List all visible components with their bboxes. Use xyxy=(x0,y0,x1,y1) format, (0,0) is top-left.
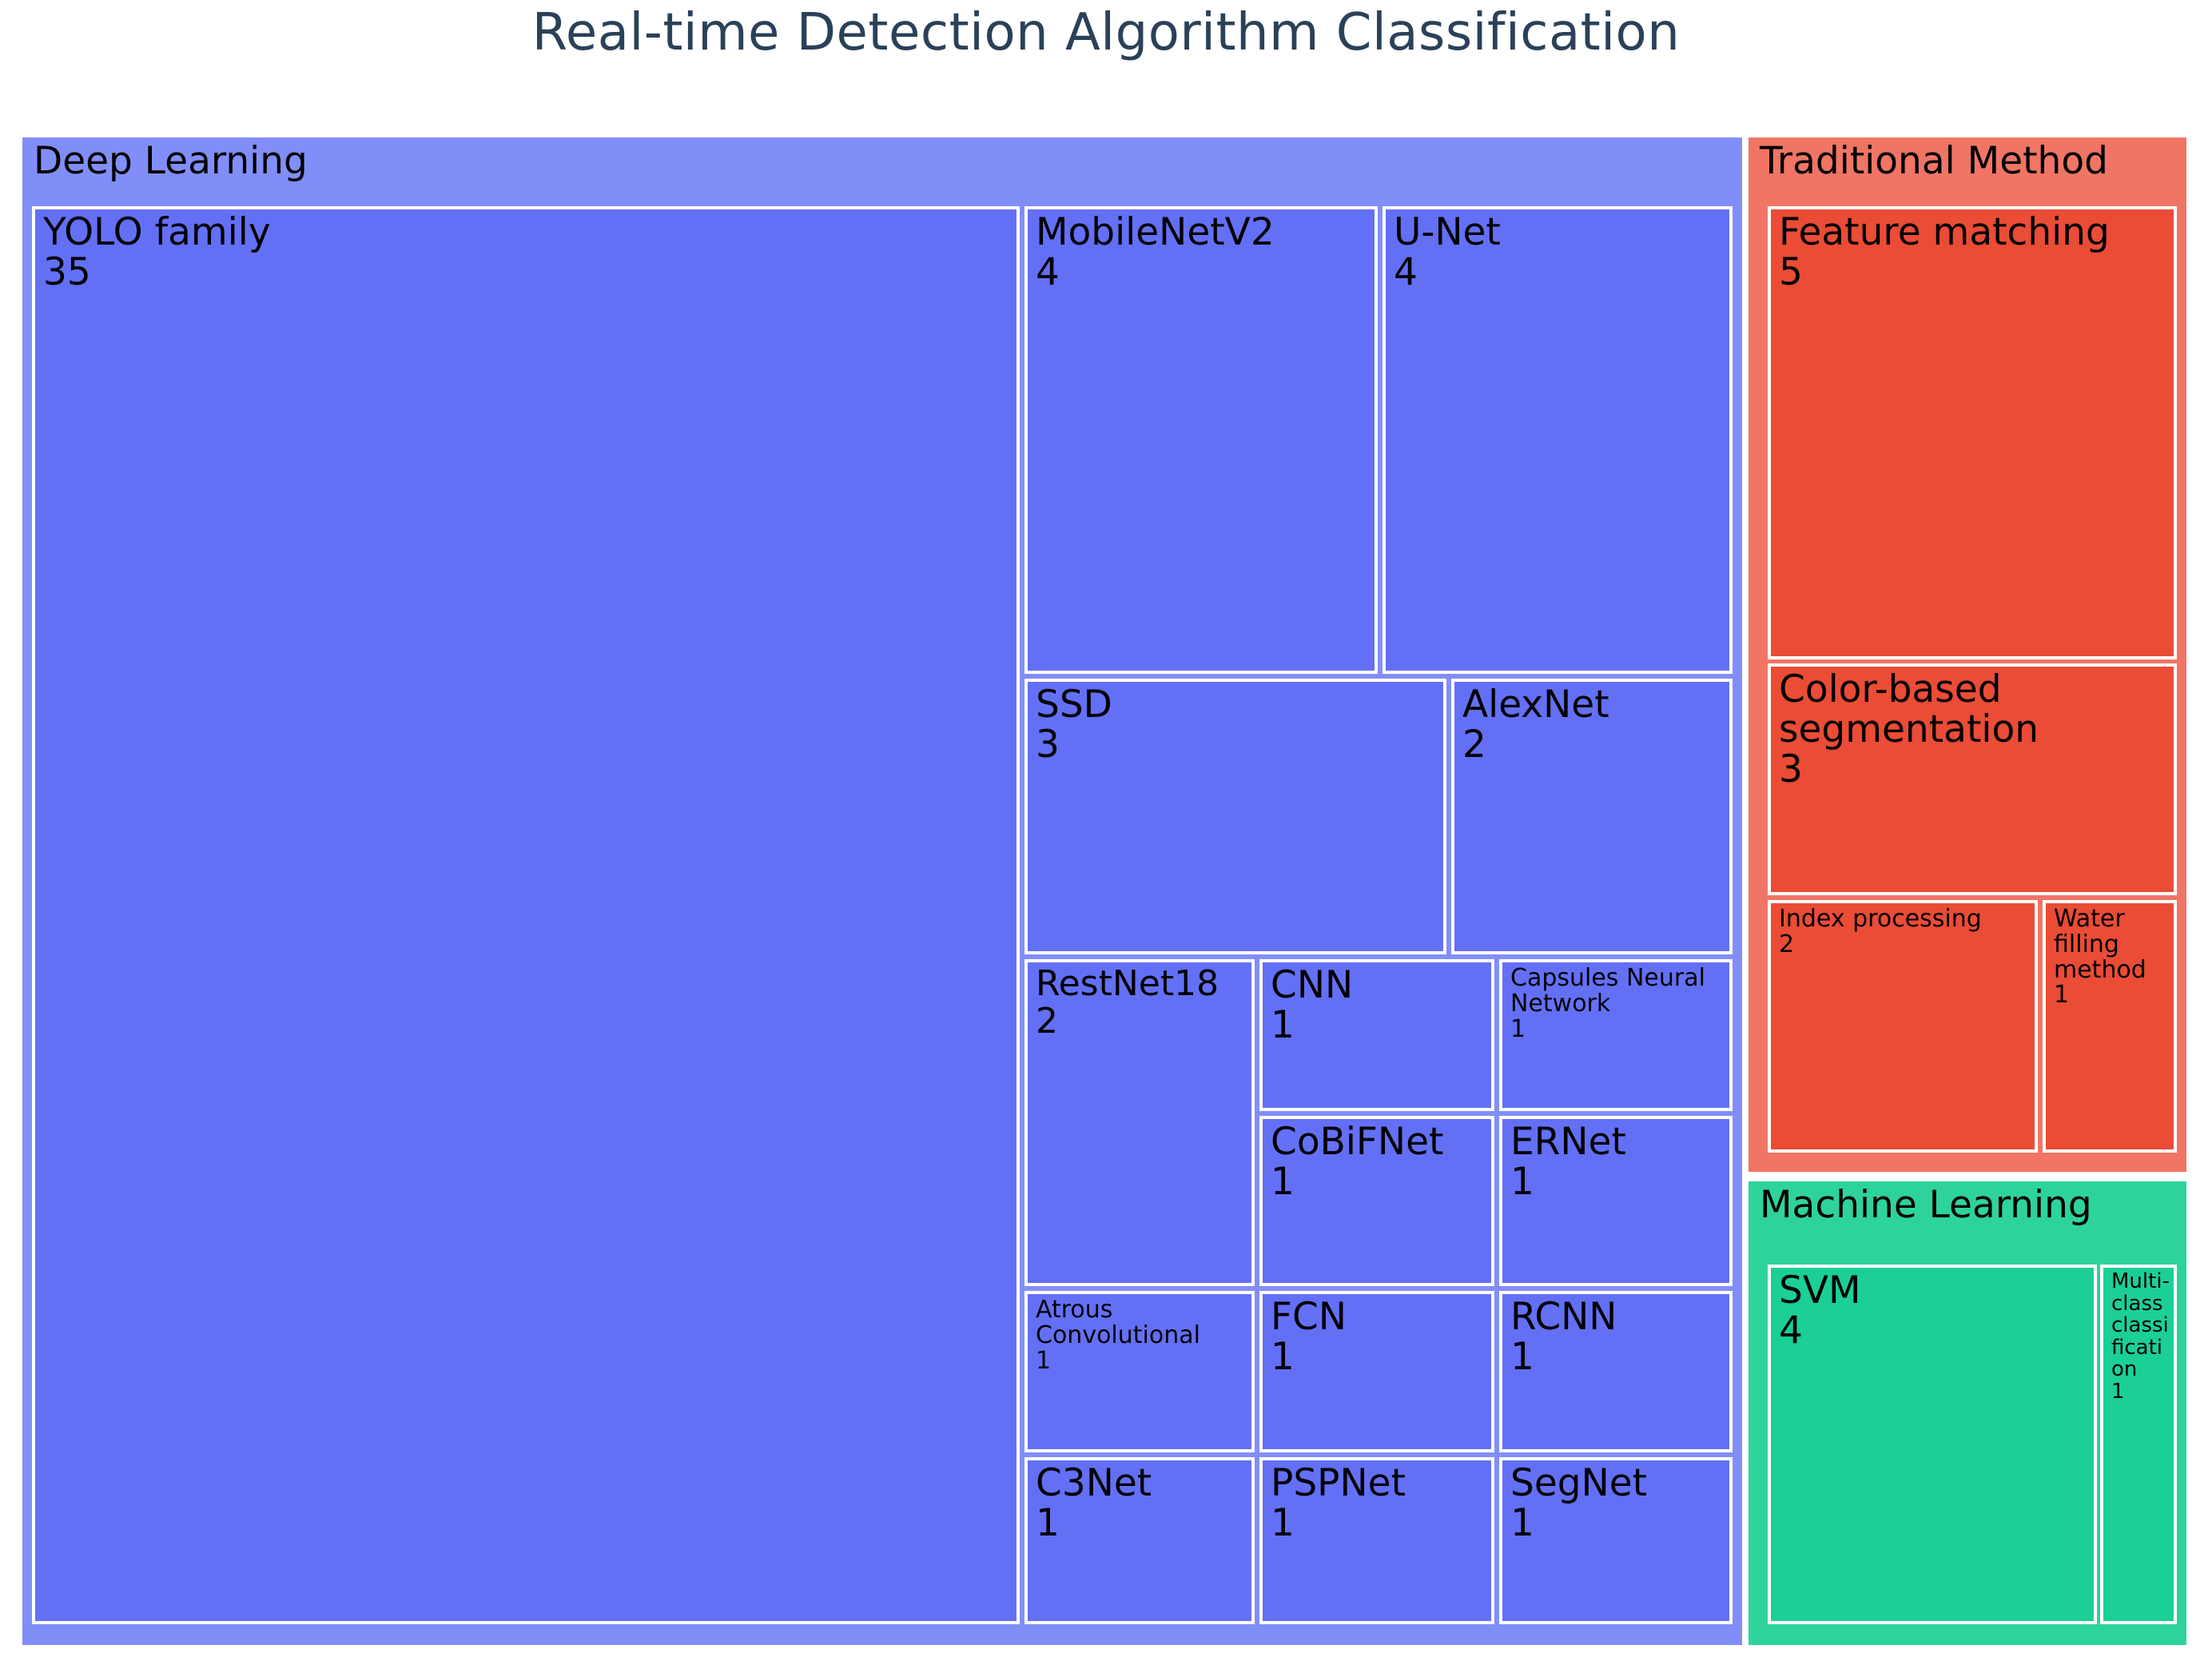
tile-value-index-processing: 2 xyxy=(1779,930,1795,958)
tile-label-water-filling-method: Water filling method xyxy=(2054,906,2146,984)
tile-yolo-family[interactable]: YOLO family 35 xyxy=(32,206,1020,1624)
tile-segnet[interactable]: SegNet 1 xyxy=(1499,1457,1733,1624)
group-label-machine-learning: Machine Learning xyxy=(1760,1183,2092,1227)
tile-value-ernet: 1 xyxy=(1510,1159,1534,1202)
tile-label-segnet: SegNet xyxy=(1510,1464,1648,1505)
tile-label-mobilenetv2: MobileNetV2 xyxy=(1036,213,1275,254)
tile-label-capsules-neural-network: Capsules Neural Network xyxy=(1510,966,1705,1018)
tile-water-filling-method[interactable]: Water filling method 1 xyxy=(2043,900,2177,1153)
tile-cnn[interactable]: CNN 1 xyxy=(1259,959,1494,1111)
tile-label-rcnn: RCNN xyxy=(1510,1297,1617,1339)
tile-value-mobilenetv2: 4 xyxy=(1036,249,1060,293)
tile-value-feature-matching: 5 xyxy=(1779,249,1803,293)
tile-value-pspnet: 1 xyxy=(1271,1500,1295,1544)
tile-label-fcn: FCN xyxy=(1271,1297,1347,1339)
tile-value-ssd: 3 xyxy=(1036,722,1060,765)
tile-c3net[interactable]: C3Net 1 xyxy=(1024,1457,1255,1624)
tile-label-u-net: U-Net xyxy=(1394,213,1501,254)
tile-label-atrous-convolutional: Atrous Convolutional xyxy=(1036,1297,1200,1349)
tile-label-index-processing: Index processing xyxy=(1779,906,1982,933)
tile-label-cnn: CNN xyxy=(1271,966,1354,1007)
tile-rcnn[interactable]: RCNN 1 xyxy=(1499,1291,1733,1452)
tile-value-cobifnet: 1 xyxy=(1271,1159,1295,1202)
tile-label-color-based-segmentation: Color-based segmentation xyxy=(1779,670,2039,751)
tile-cobifnet[interactable]: CoBiFNet 1 xyxy=(1259,1116,1494,1286)
tile-label-alexnet: AlexNet xyxy=(1462,685,1609,727)
tile-multi-class-classification[interactable]: Multi-class classification 1 xyxy=(2100,1265,2177,1624)
group-label-traditional-method: Traditional Method xyxy=(1760,139,2108,183)
tile-label-ernet: ERNet xyxy=(1510,1122,1626,1164)
tile-label-feature-matching: Feature matching xyxy=(1779,213,2110,254)
tile-value-rcnn: 1 xyxy=(1510,1334,1534,1377)
tile-u-net[interactable]: U-Net 4 xyxy=(1382,206,1733,674)
chart-title: Real-time Detection Algorithm Classifica… xyxy=(531,3,1681,62)
tile-index-processing[interactable]: Index processing 2 xyxy=(1768,900,2038,1153)
tile-value-color-based-segmentation: 3 xyxy=(1779,747,1803,790)
tile-value-c3net: 1 xyxy=(1036,1500,1060,1544)
tile-color-based-segmentation[interactable]: Color-based segmentation 3 xyxy=(1768,663,2177,895)
tile-label-pspnet: PSPNet xyxy=(1271,1464,1406,1505)
tile-label-yolo-family: YOLO family xyxy=(43,213,271,254)
tile-value-cnn: 1 xyxy=(1271,1002,1295,1046)
tile-label-svm: SVM xyxy=(1779,1271,1861,1312)
tile-label-c3net: C3Net xyxy=(1036,1464,1152,1505)
tile-value-svm: 4 xyxy=(1779,1308,1803,1351)
tile-label-ssd: SSD xyxy=(1036,685,1112,727)
tile-feature-matching[interactable]: Feature matching 5 xyxy=(1768,206,2177,659)
tile-value-capsules-neural-network: 1 xyxy=(1510,1014,1526,1042)
tile-alexnet[interactable]: AlexNet 2 xyxy=(1451,679,1733,954)
tile-label-restnet18: RestNet18 xyxy=(1036,966,1219,1004)
tile-value-segnet: 1 xyxy=(1510,1500,1534,1544)
tile-pspnet[interactable]: PSPNet 1 xyxy=(1259,1457,1494,1624)
tile-ernet[interactable]: ERNet 1 xyxy=(1499,1116,1733,1286)
group-label-deep-learning: Deep Learning xyxy=(34,139,308,183)
tile-mobilenetv2[interactable]: MobileNetV2 4 xyxy=(1024,206,1378,674)
tile-label-multi-class-classification: Multi-class classification xyxy=(2111,1271,2170,1382)
tile-fcn[interactable]: FCN 1 xyxy=(1259,1291,1494,1452)
tile-value-u-net: 4 xyxy=(1394,249,1418,293)
tile-value-atrous-convolutional: 1 xyxy=(1036,1346,1052,1374)
tile-label-cobifnet: CoBiFNet xyxy=(1271,1122,1444,1164)
tile-ssd[interactable]: SSD 3 xyxy=(1024,679,1446,954)
tile-capsules-neural-network[interactable]: Capsules Neural Network 1 xyxy=(1499,959,1733,1111)
tile-restnet18[interactable]: RestNet18 2 xyxy=(1024,959,1255,1286)
tile-value-water-filling-method: 1 xyxy=(2054,981,2070,1009)
tile-value-fcn: 1 xyxy=(1271,1334,1295,1377)
tile-value-restnet18: 2 xyxy=(1036,1000,1058,1041)
tile-atrous-convolutional[interactable]: Atrous Convolutional 1 xyxy=(1024,1291,1255,1452)
tile-value-yolo-family: 35 xyxy=(43,249,91,293)
tile-svm[interactable]: SVM 4 xyxy=(1768,1265,2097,1624)
tile-value-multi-class-classification: 1 xyxy=(2111,1379,2125,1404)
tile-value-alexnet: 2 xyxy=(1462,722,1486,765)
